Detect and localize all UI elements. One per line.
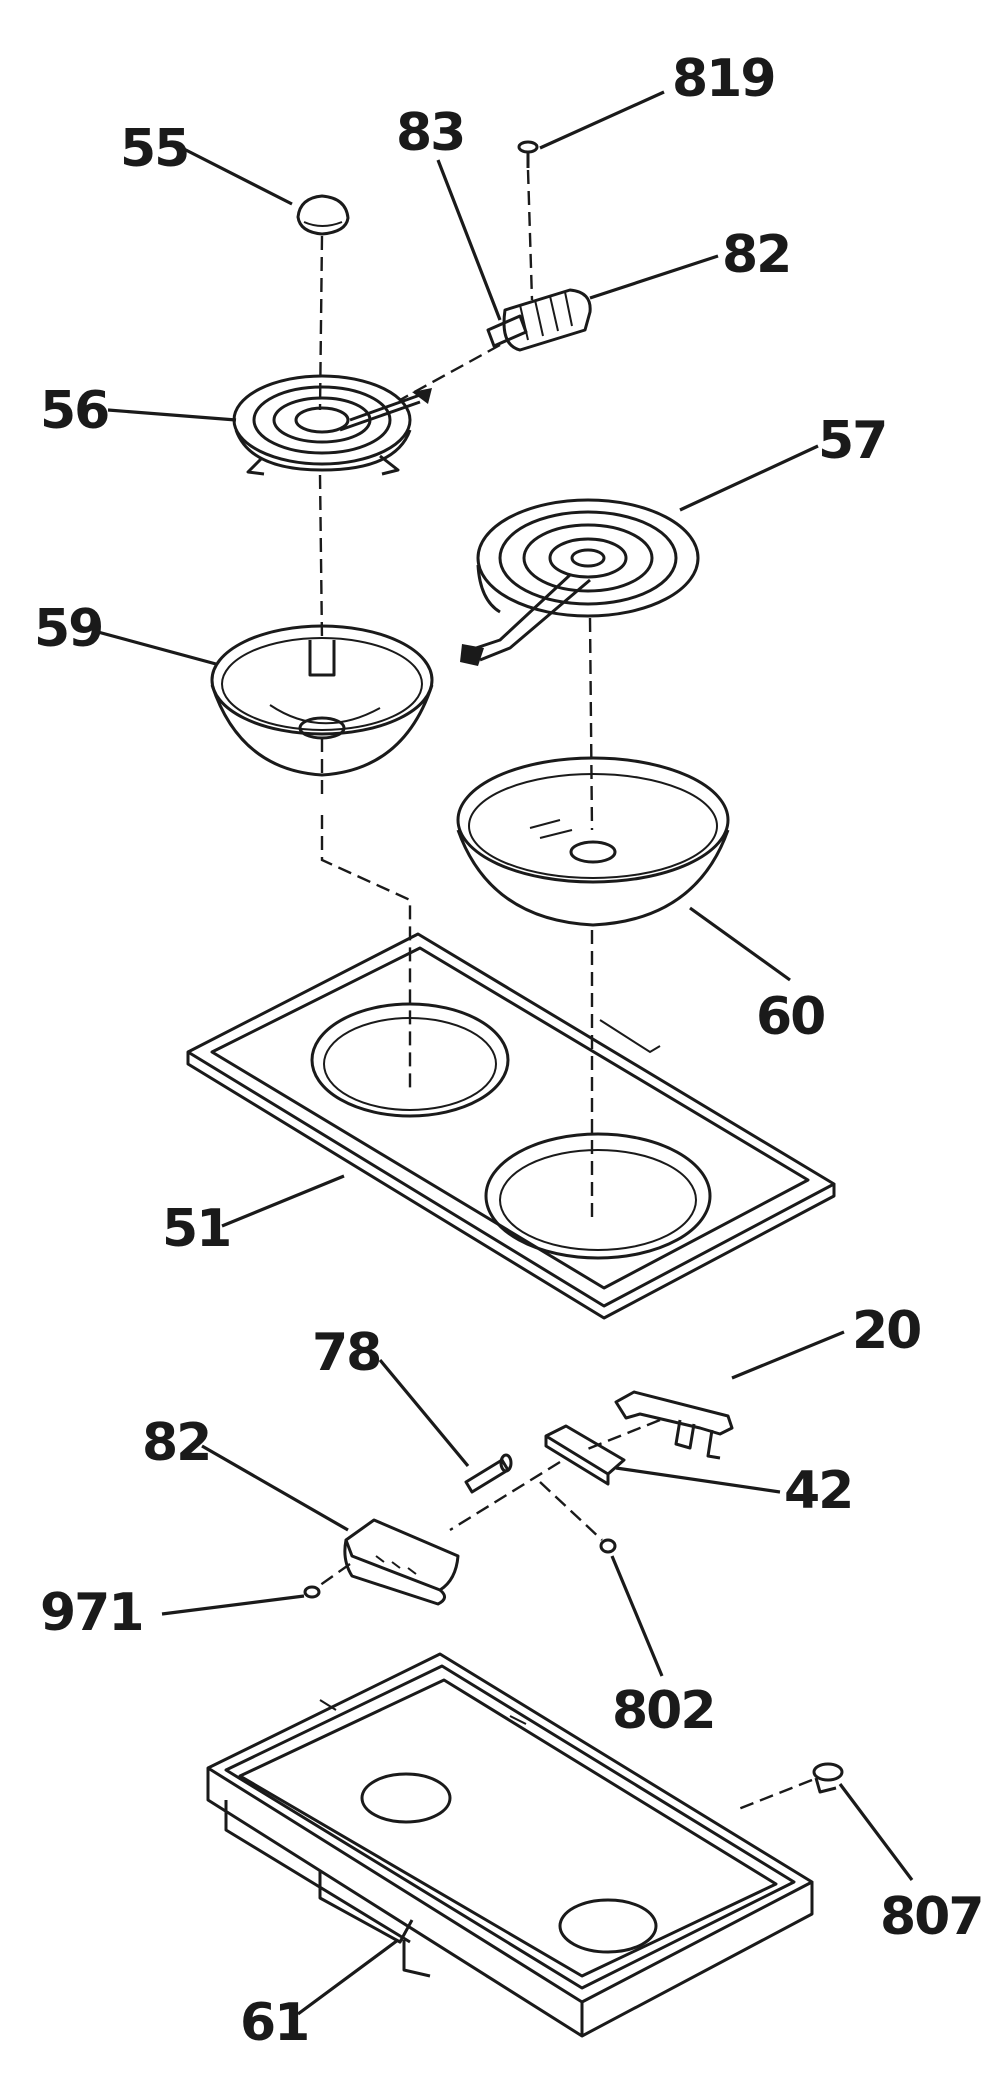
part-802-screw (539, 1481, 617, 1554)
leader-55 (177, 144, 293, 206)
part-82-terminal-block-top (502, 288, 592, 352)
part-78-pin (464, 1453, 513, 1494)
part-60-large-drip-bowl (456, 756, 730, 927)
label-807: 807 (880, 1887, 983, 1947)
part-83-clip (486, 314, 528, 348)
leader-42 (615, 1466, 781, 1494)
label-82-top: 82 (722, 225, 790, 285)
label-57: 57 (818, 411, 886, 471)
leader-lines (97, 90, 914, 2016)
leader-60 (689, 906, 791, 982)
axis-971-82 (315, 1563, 351, 1589)
axis-56-59 (318, 474, 324, 641)
axis-819 (526, 169, 534, 301)
axis-59-51 (320, 738, 412, 1090)
part-51-cooktop-frame (186, 932, 836, 1320)
label-56: 56 (40, 381, 108, 441)
label-802: 802 (612, 1681, 715, 1741)
label-82-lower: 82 (142, 1413, 210, 1473)
part-20-bracket (614, 1390, 734, 1460)
part-56-small-coil (232, 374, 432, 476)
label-83: 83 (396, 103, 464, 163)
part-55-cap (296, 194, 350, 236)
label-59: 59 (34, 599, 102, 659)
leader-802 (610, 1555, 664, 1677)
leader-57 (679, 444, 819, 512)
part-971-screw (303, 1585, 321, 1599)
leader-971 (161, 1594, 305, 1616)
leader-59 (97, 630, 217, 666)
axis-20-42 (584, 1418, 661, 1452)
part-819-screw (517, 140, 539, 168)
part-59-small-drip-bowl (210, 624, 434, 777)
leader-56 (107, 408, 237, 422)
label-819: 819 (672, 49, 775, 109)
part-61-base-pan (206, 1652, 814, 2038)
part-42-plate (544, 1424, 626, 1486)
axis-807 (735, 1778, 813, 1812)
axis-82-56 (399, 343, 501, 402)
part-57-large-coil (460, 498, 700, 666)
label-20: 20 (852, 1301, 920, 1361)
leader-819 (539, 90, 665, 150)
axis-78-82 (449, 1460, 561, 1532)
leader-20 (731, 1330, 845, 1380)
label-971: 971 (40, 1583, 143, 1643)
label-42: 42 (784, 1461, 852, 1521)
leader-82-top (589, 254, 719, 300)
leader-83 (436, 159, 502, 321)
leader-807 (838, 1783, 914, 1881)
label-61: 61 (240, 1993, 308, 2053)
axis-55-56 (318, 235, 324, 411)
leader-82-lower (201, 1444, 349, 1532)
leader-61 (297, 1938, 399, 2016)
label-78: 78 (312, 1323, 380, 1383)
label-51: 51 (162, 1199, 230, 1259)
axis-57-60 (588, 617, 594, 831)
leader-51 (221, 1174, 345, 1228)
label-60: 60 (756, 987, 824, 1047)
part-82-terminal-block-lower (343, 1518, 460, 1606)
leader-78 (378, 1358, 470, 1468)
label-55: 55 (120, 119, 188, 179)
part-807-screw (812, 1762, 844, 1794)
callout-labels: 55 83 819 82 56 57 59 60 51 20 78 82 42 … (34, 49, 985, 2053)
